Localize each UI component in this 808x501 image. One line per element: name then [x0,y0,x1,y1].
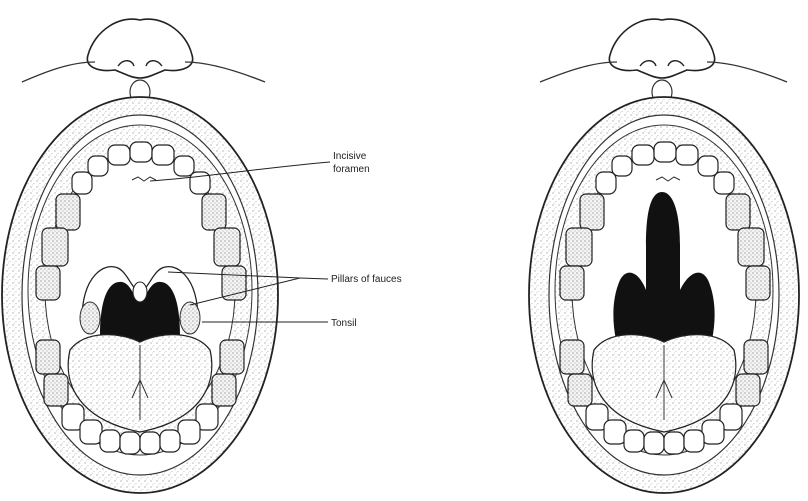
right-cheek-line [185,62,265,82]
right-cheek-line-right [707,62,787,82]
incisive-foramen-label: Incisive foramen [333,150,383,176]
normal-mouth-figure [2,19,330,493]
nose-outline [87,19,192,78]
left-tonsil [80,302,100,334]
pillars-of-fauces-label: Pillars of fauces [331,273,402,286]
left-cheek-line-right [540,62,617,82]
left-cheek-line [22,62,95,82]
nose-outline-right [609,19,714,78]
uvula [133,282,147,302]
tonsil-label: Tonsil [331,317,357,330]
right-tonsil [180,302,200,334]
cleft-mouth-figure [529,19,799,493]
